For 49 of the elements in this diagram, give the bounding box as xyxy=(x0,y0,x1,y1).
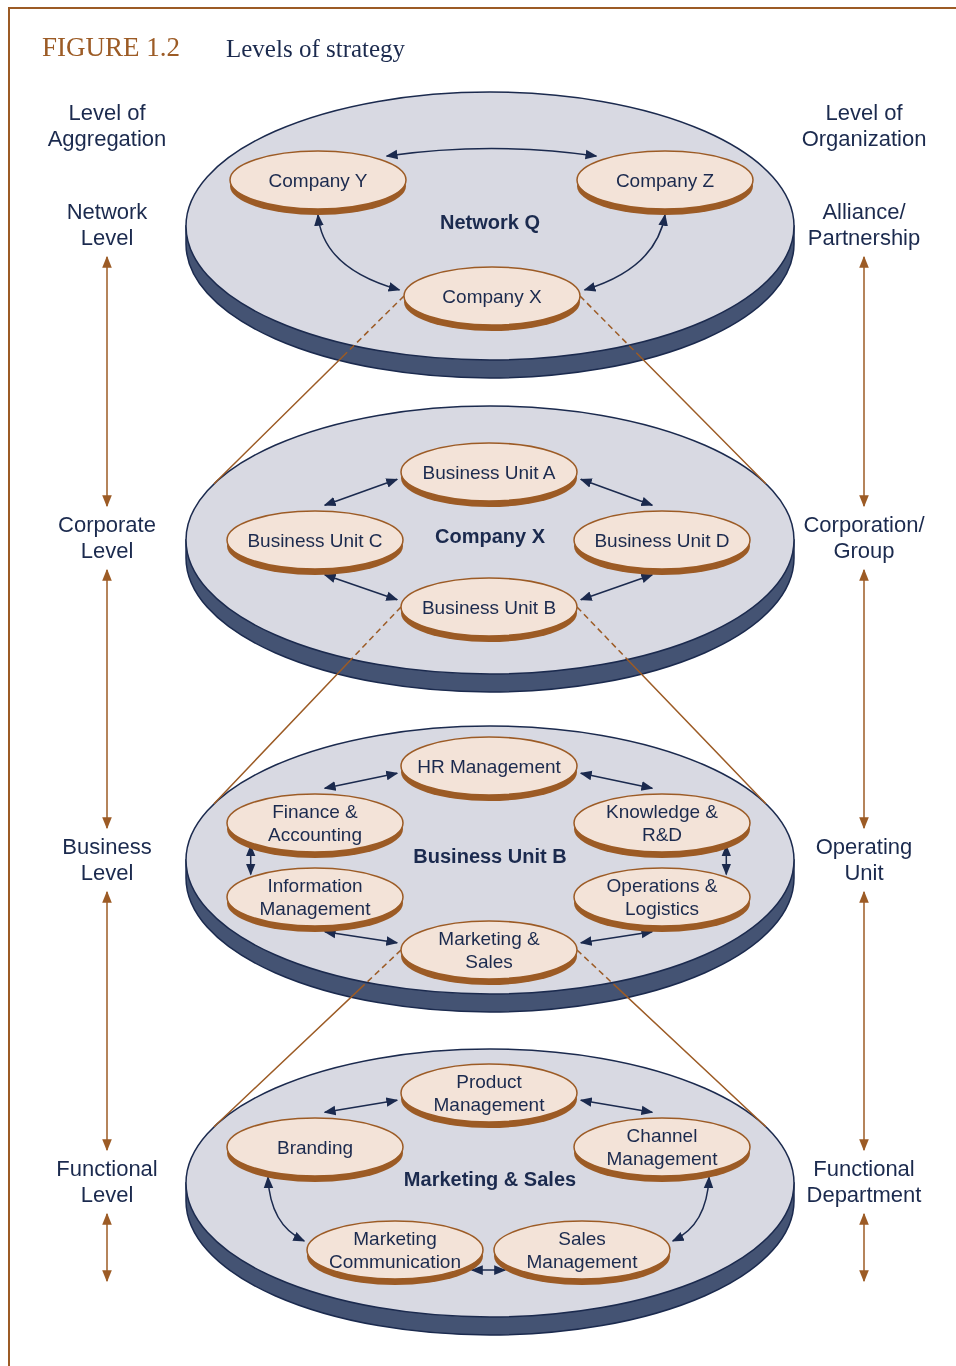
platform-disk xyxy=(184,404,796,694)
column-heading: Level of Organization xyxy=(800,100,928,152)
level-label: Corporate Level xyxy=(42,512,172,564)
platform-title: Network Q xyxy=(440,210,540,234)
level-label: Operating Unit xyxy=(799,834,929,886)
double-arrow xyxy=(323,573,399,601)
level-label: Alliance/ Partnership xyxy=(799,199,929,251)
platform-title: Business Unit B xyxy=(413,844,567,868)
double-arrow xyxy=(314,213,401,292)
leader-line xyxy=(579,295,767,485)
platform-disk xyxy=(184,1047,796,1337)
double-arrow xyxy=(583,213,668,292)
leader-line xyxy=(576,606,767,805)
column-heading: Level of Aggregation xyxy=(46,100,168,152)
leader-line xyxy=(213,606,402,805)
double-arrow xyxy=(859,568,869,830)
double-arrow xyxy=(579,928,654,946)
level-label: Business Level xyxy=(42,834,172,886)
double-arrow xyxy=(470,1265,507,1275)
double-arrow xyxy=(579,478,654,506)
platform-title: Company X xyxy=(435,524,545,548)
level-label: Functional Department xyxy=(799,1156,929,1208)
leader-line xyxy=(576,949,767,1128)
leader-line xyxy=(213,949,402,1128)
level-label: Corporation/ Group xyxy=(799,512,929,564)
double-arrow xyxy=(579,770,654,791)
double-arrow xyxy=(323,770,399,791)
leader-line xyxy=(213,295,405,485)
platform-disk xyxy=(184,90,796,380)
double-arrow xyxy=(102,568,112,830)
double-arrow xyxy=(102,890,112,1152)
platform-disk xyxy=(184,724,796,1014)
figure-title: Levels of strategy xyxy=(226,35,406,63)
double-arrow xyxy=(859,255,869,508)
double-arrow xyxy=(323,928,399,946)
double-arrow xyxy=(579,1097,654,1116)
double-arrow xyxy=(579,573,654,601)
double-arrow xyxy=(264,1176,306,1242)
double-arrow xyxy=(859,890,869,1152)
level-label: Functional Level xyxy=(42,1156,172,1208)
double-arrow xyxy=(859,1212,869,1283)
level-label: Network Level xyxy=(42,199,172,251)
double-arrow xyxy=(102,1212,112,1283)
double-arrow xyxy=(323,478,399,507)
figure-number: FIGURE 1.2 xyxy=(42,32,180,63)
double-arrow xyxy=(102,255,112,508)
double-arrow xyxy=(671,1176,713,1242)
double-arrow xyxy=(385,147,598,160)
double-arrow xyxy=(323,1097,399,1116)
